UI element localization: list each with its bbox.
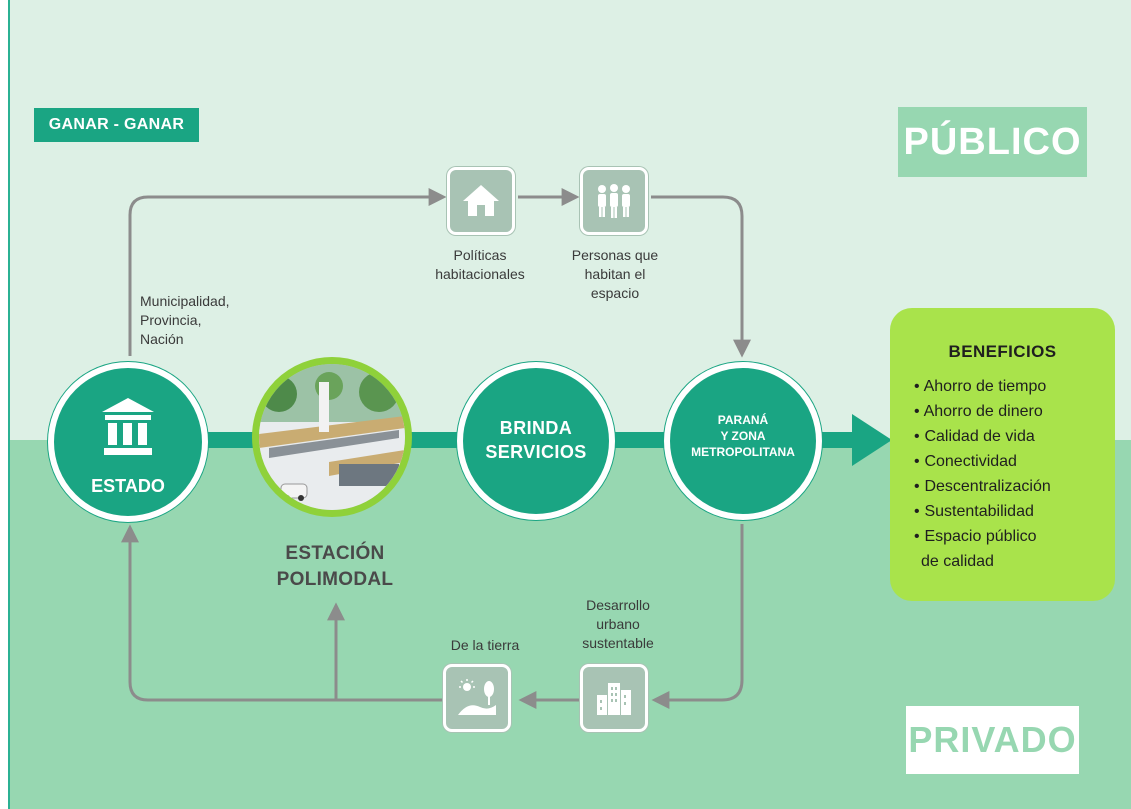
parana-node: PARANÁ Y ZONA METROPOLITANA xyxy=(664,362,822,520)
beneficio-text: Calidad de vida xyxy=(924,428,1035,445)
connector-tierra-to-estado xyxy=(121,524,443,702)
personas-line2: habitan el xyxy=(584,266,646,282)
brinda-line2: SERVICIOS xyxy=(485,442,587,462)
personas-node xyxy=(580,167,648,235)
desarrollo-line1: Desarrollo xyxy=(586,597,650,613)
estacion-line1: ESTACIÓN xyxy=(285,543,385,564)
bullet: • xyxy=(914,503,920,520)
estacion-polimodal-photo xyxy=(252,357,412,517)
parana-line3: METROPOLITANA xyxy=(691,445,795,459)
estacion-polimodal-label: ESTACIÓN POLIMODAL xyxy=(250,541,420,593)
house-icon xyxy=(463,185,499,216)
tierra-caption: De la tierra xyxy=(450,637,520,653)
municipalidad-line2: Provincia, xyxy=(140,312,202,328)
municipalidad-line1: Municipalidad, xyxy=(140,293,230,309)
politicas-habitacionales-node xyxy=(447,167,515,235)
desarrollo-line2: urbano xyxy=(596,616,640,632)
desarrollo-caption: Desarrollo urbano sustentable xyxy=(568,596,668,653)
beneficio-text: Descentralización xyxy=(924,478,1051,495)
politicas-line1: Políticas xyxy=(453,247,507,263)
municipalidad-caption: Municipalidad, Provincia, Nación xyxy=(140,292,270,349)
beneficio-text: Ahorro de tiempo xyxy=(923,378,1047,395)
politicas-line2: habitacionales xyxy=(435,266,525,282)
bullet: • xyxy=(914,478,920,495)
bullet: • xyxy=(914,428,920,445)
desarrollo-urbano-node xyxy=(580,664,648,732)
beneficio-text: Espacio público xyxy=(924,528,1037,545)
ganar-ganar-badge: GANAR - GANAR xyxy=(34,108,199,142)
government-building-icon xyxy=(102,398,154,461)
parana-label: PARANÁ Y ZONA METROPOLITANA xyxy=(678,412,808,460)
beneficio-item: • Ahorro de dinero xyxy=(914,399,1051,424)
output-arrowhead xyxy=(852,414,892,466)
beneficio-item: • Sustentabilidad xyxy=(914,499,1051,524)
estado-label: ESTADO xyxy=(91,476,165,496)
output-flow-bar xyxy=(815,432,855,448)
people-icon xyxy=(598,184,630,218)
bullet: • xyxy=(914,378,920,395)
publico-label: PÚBLICO xyxy=(898,107,1087,177)
connector-estado-to-politicas xyxy=(128,188,447,356)
landscape-icon xyxy=(458,679,496,715)
beneficio-text: Ahorro de dinero xyxy=(923,403,1043,420)
privado-label: PRIVADO xyxy=(906,706,1079,774)
beneficios-title: BENEFICIOS xyxy=(948,342,1057,361)
beneficios-list: • Ahorro de tiempo • Ahorro de dinero • … xyxy=(914,374,1051,574)
beneficio-text: Conectividad xyxy=(924,453,1017,470)
bullet: • xyxy=(914,528,920,545)
de-la-tierra-node xyxy=(443,664,511,732)
brinda-line1: BRINDA xyxy=(499,418,573,438)
left-border-line xyxy=(8,0,10,809)
politicas-caption: Políticas habitacionales xyxy=(415,246,545,284)
beneficio-item: • Espacio público xyxy=(914,524,1051,549)
beneficios-panel: BENEFICIOS • Ahorro de tiempo • Ahorro d… xyxy=(890,308,1115,601)
beneficio-item: • Conectividad xyxy=(914,449,1051,474)
estado-node: ESTADO xyxy=(48,362,208,522)
brinda-servicios-node: BRINDA SERVICIOS xyxy=(457,362,615,520)
bullet: • xyxy=(914,403,920,420)
parana-line1: PARANÁ xyxy=(717,413,769,427)
beneficio-item: • Descentralización xyxy=(914,474,1051,499)
personas-caption: Personas que habitan el espacio xyxy=(560,246,670,303)
personas-line3: espacio xyxy=(590,285,640,301)
municipalidad-line3: Nación xyxy=(140,331,184,347)
city-buildings-icon xyxy=(597,683,631,715)
beneficio-item: • Ahorro de tiempo xyxy=(914,374,1051,399)
connector-parana-to-desarrollo xyxy=(651,524,744,709)
bullet: • xyxy=(914,453,920,470)
personas-line1: Personas que xyxy=(571,247,659,263)
estacion-line2: POLIMODAL xyxy=(276,569,394,590)
brinda-servicios-label: BRINDA SERVICIOS xyxy=(473,416,599,464)
desarrollo-line3: sustentable xyxy=(582,635,654,651)
connector-personas-to-parana xyxy=(651,195,751,358)
beneficio-item-continuation: de calidad xyxy=(921,553,994,570)
parana-line2: Y ZONA xyxy=(720,429,766,443)
beneficio-item: • Calidad de vida xyxy=(914,424,1051,449)
beneficio-text: Sustentabilidad xyxy=(924,503,1034,520)
